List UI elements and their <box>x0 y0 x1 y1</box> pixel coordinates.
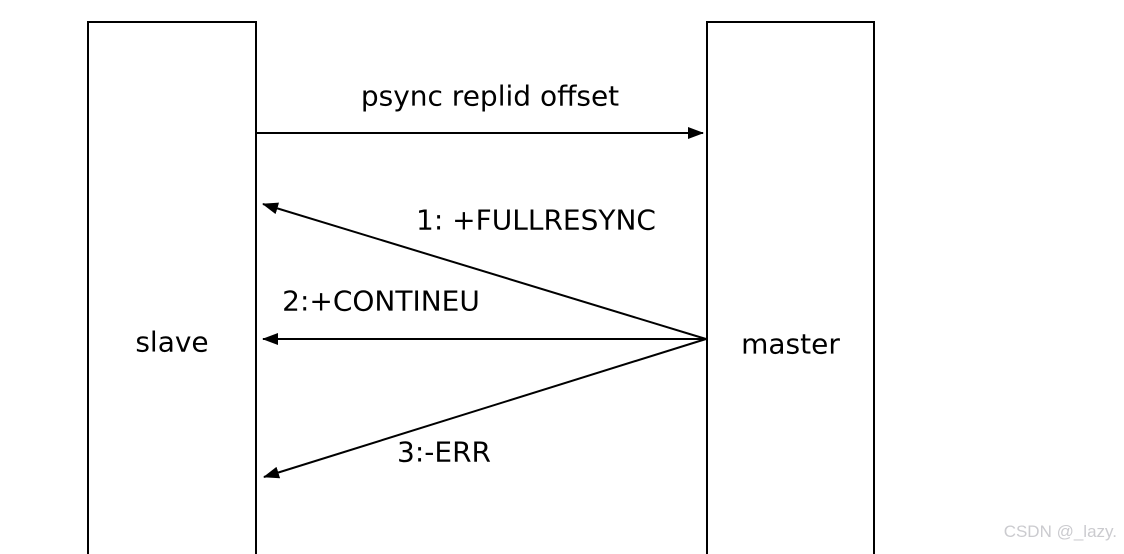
message-label-psync: psync replid offset <box>360 79 620 113</box>
message-label-fullresync: 1: +FULLRESYNC <box>416 203 656 237</box>
slave-label: slave <box>135 325 209 359</box>
fullresync-response-arrow <box>262 202 707 340</box>
message-label-err: 3:-ERR <box>397 435 491 469</box>
slave-lifeline-box: slave <box>87 21 257 554</box>
message-label-continue: 2:+CONTINEU <box>282 284 480 318</box>
watermark: CSDN @_lazy. <box>1003 522 1117 541</box>
master-lifeline-box: master <box>706 21 875 554</box>
master-label: master <box>741 327 840 361</box>
err-response-arrow <box>263 338 707 479</box>
